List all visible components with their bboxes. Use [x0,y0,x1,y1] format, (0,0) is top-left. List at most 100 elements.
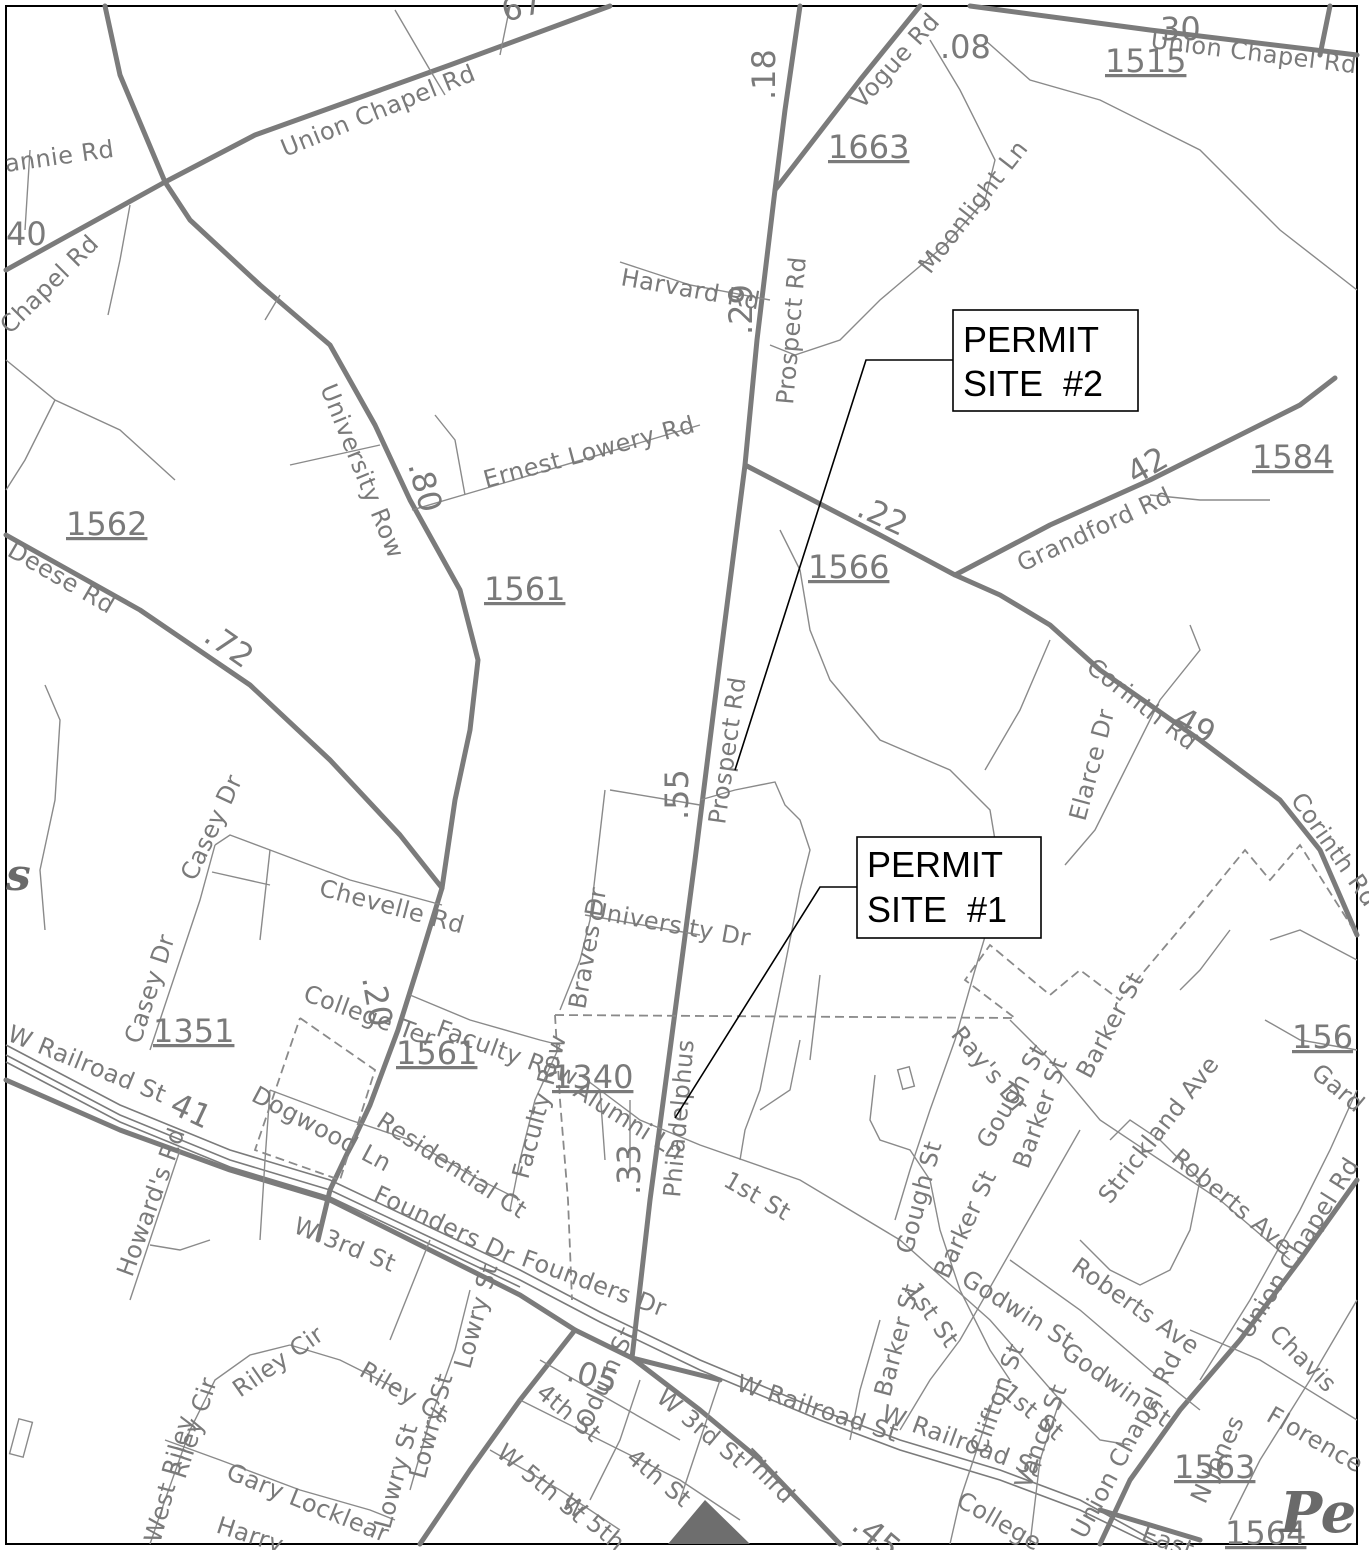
minor-road-22 [259,849,271,941]
minor-road-25 [584,914,701,936]
minor-road-16 [984,639,1051,771]
minor-road-44 [1229,1299,1358,1521]
label-florence: Florence [1262,1401,1368,1478]
minor-road-29 [579,1074,1131,1446]
label-annie: annie Rd [3,135,116,178]
rail-track-1 [5,1044,1161,1545]
road-number-1561-south: 1561 [396,1034,477,1072]
permit-site-1-callout: PERMIT SITE #1 [674,836,1042,1119]
callout-1-line-2: SITE #1 [867,889,1007,930]
vogue-road [772,3,923,193]
minor-road-34 [869,1074,1011,1381]
minor-road-40 [899,1129,1081,1431]
label-barker-2: Barker St [1071,968,1150,1083]
minor-road-21 [211,871,271,886]
minor-road-54 [519,1399,741,1521]
minor-road-35 [1009,1019,1291,1261]
minor-road-8 [289,444,381,466]
label-prospect-upper: Prospect Rd [771,255,812,405]
city-limits [253,843,1358,1301]
label-harvard: Harvard Rd [619,263,762,315]
minor-road-47 [129,1149,181,1301]
label-garden: Gard [1306,1058,1369,1118]
minor-road-52 [164,1439,396,1521]
label-roberts-2: Roberts Ave [1067,1252,1205,1360]
building-outline-2 [896,1065,916,1091]
minor-road-2 [499,5,511,56]
mileage-20: .20 [354,973,400,1030]
label-east: East [1138,1519,1198,1550]
minor-road-48 [149,1239,211,1251]
label-philadelphus: Philadelphus [658,1038,700,1198]
minor-road-10 [434,414,466,496]
minor-road-56 [489,1449,621,1531]
road-number-1515: 1515 [1105,42,1186,80]
label-howards: Howard's Rd [111,1124,191,1280]
mileage-55: .55 [658,769,696,820]
label-lowry-1: Lowry St [449,1260,504,1371]
building-outline [8,1417,34,1459]
prospect-road [629,3,803,1361]
minor-road-5 [5,359,176,481]
label-riley-cir-1: Riley Cir [227,1320,329,1403]
rail-track-2 [5,1054,1151,1545]
mileage-80: .80 [400,457,450,516]
label-gough-1: Gough St [891,1138,948,1257]
minor-road-13 [984,39,1358,291]
label-casey-1: Casey Dr [175,770,248,884]
minor-roads [5,5,1358,1545]
minor-road-60 [949,1379,1001,1545]
map-triangle-marker [668,1500,750,1544]
union-chapel-road-southeast [1097,1177,1360,1547]
minor-road-6 [5,399,56,491]
minor-road-53 [409,1289,471,1491]
road-number-1562: 1562 [66,505,147,543]
label-union-chapel-1: Union Chapel Rd [277,59,480,163]
callout-1-line-1: PERMIT [867,844,1003,885]
w-3rd-street-heavy [629,1355,843,1547]
road-1515-spur [1317,3,1333,58]
road-number-156: 156 [1292,1018,1353,1056]
callout-2-line-2: SITE #2 [963,363,1103,404]
label-braves: Braves Dr [563,885,612,1011]
minor-road-17 [1064,624,1201,866]
union-chapel-road-west [3,3,613,273]
callout-box-1 [856,836,1042,939]
minor-road-32 [759,1039,801,1111]
university-row-road [102,3,481,891]
minor-road-1 [394,9,446,96]
city-limit-1 [253,1017,377,1182]
mileage-18: .18 [745,49,783,100]
w-railroad-street [3,1077,723,1383]
minor-road-57 [589,1379,641,1501]
road-number-1563: 1563 [1174,1448,1255,1486]
minor-road-7 [264,294,281,321]
city-limit-3 [554,1014,573,1301]
mileage-42: 42 [1120,439,1174,492]
minor-road-20 [149,844,216,1051]
deese-road [3,532,445,891]
minor-road-46 [259,1089,271,1241]
minor-road-45 [269,1089,521,1201]
road-number-1663: 1663 [828,128,909,166]
minor-road-50 [149,1344,291,1545]
mileage-08: .08 [940,28,991,66]
city-limit-2 [554,843,1358,1019]
label-deese: Deese Rd [3,536,120,620]
minor-road-27 [699,781,811,1161]
minor-road-58 [679,1379,721,1501]
minor-road-43 [1199,1089,1358,1381]
minor-road-49 [389,1239,431,1341]
label-university-dr: University Dr [587,896,753,952]
minor-road-14 [1149,494,1270,501]
east-road-bottom [1097,1507,1203,1543]
label-moonlight: Moonlight Ln [913,135,1034,279]
minor-road-12 [769,39,996,356]
label-ernest-lowery: Ernest Lowery Rd [480,410,698,493]
mileage-29: .29 [722,284,760,335]
mileage-22: .22 [852,488,914,544]
label-4th-2: 4th St [621,1443,697,1513]
minor-road-28 [509,1044,561,1211]
callout-leader-2 [734,359,953,771]
